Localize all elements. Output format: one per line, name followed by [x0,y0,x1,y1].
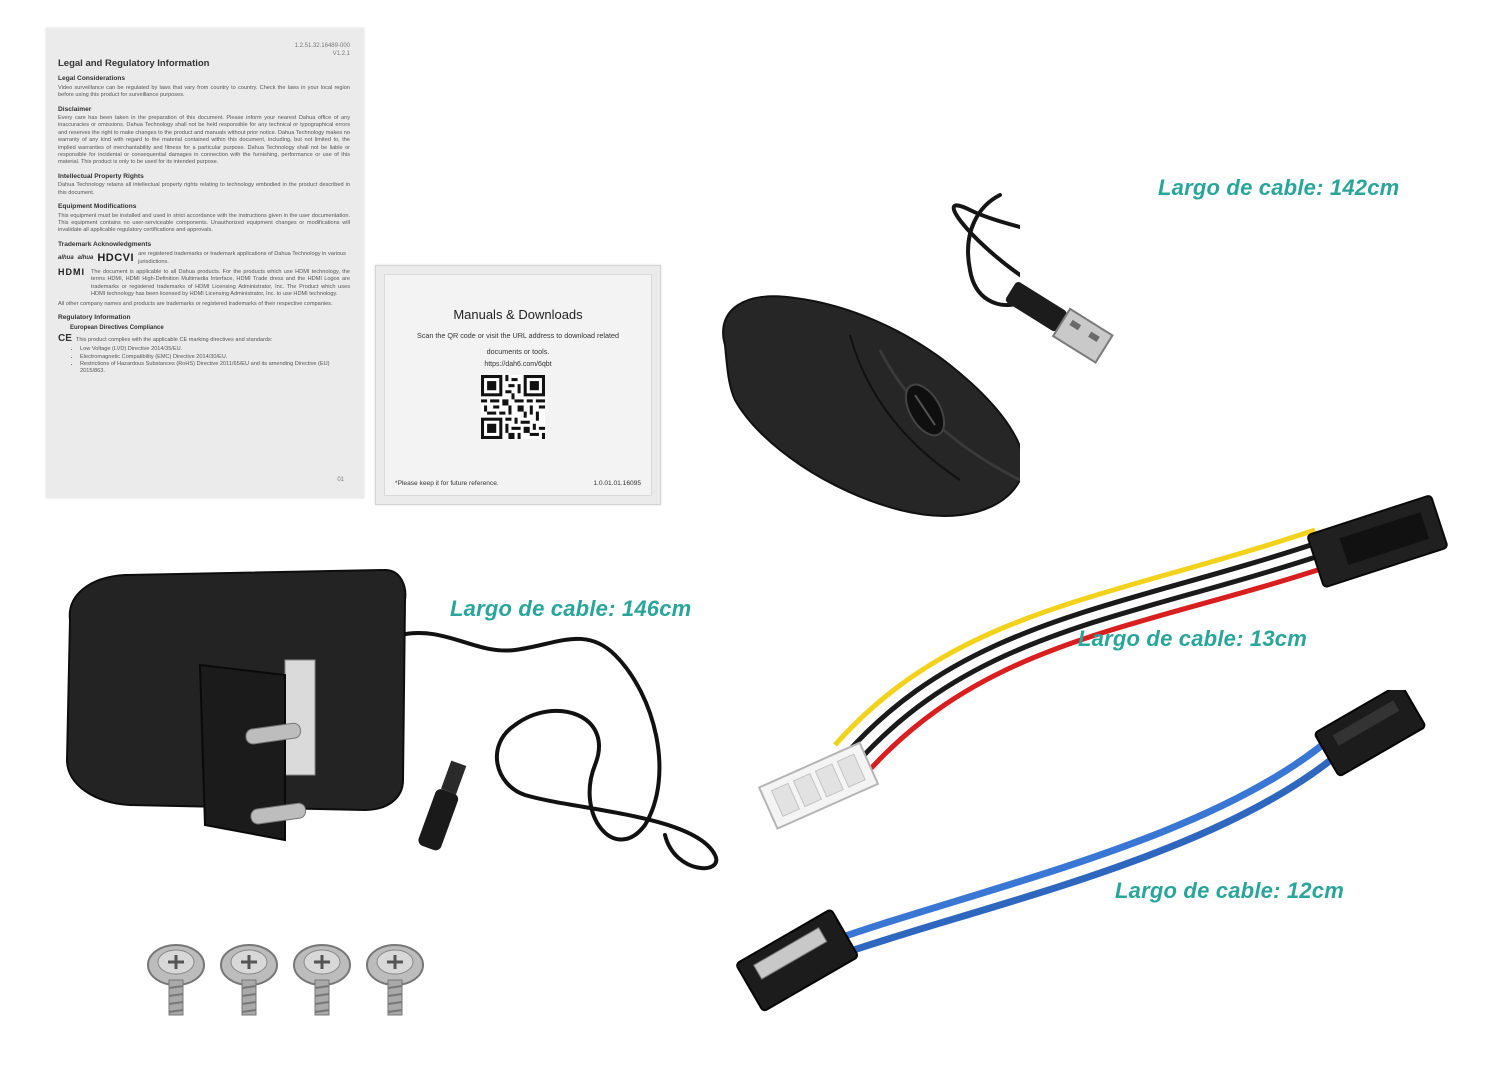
hdmi-text: The document is applicable to all Dahua … [91,268,350,298]
directive-list: Low Voltage (LVD) Directive 2014/35/EU. … [80,346,350,376]
equipment-heading: Equipment Modifications [58,203,137,211]
manuals-title: Manuals & Downloads [453,307,583,322]
molex-connector-icon [757,741,880,830]
qr-code-icon [481,375,545,439]
brands-text: are registered trademarks or trademark a… [138,251,346,265]
screw-icon [220,944,278,1016]
power-adapter [65,568,719,870]
manuals-text: Scan the QR code or visit the URL addres… [417,331,619,356]
screw-icon [366,944,424,1016]
manuals-note: *Please keep it for future reference. [395,480,499,487]
dahua-logo: alhua [58,254,74,261]
hdcvi-logo: HDCVI [97,251,135,264]
adapter-label [284,659,316,776]
manuals-url: https://dah6.com/6qbt [484,361,552,368]
sata-connector-icon [736,909,859,1012]
legal-heading: Legal Considerations [58,75,126,83]
dahua-logo-alt: alhua [77,254,94,261]
eu-directives-heading: European Directives Compliance [70,325,164,332]
manuals-card: Manuals & Downloads Scan the QR code or … [375,265,661,505]
disclaimer-body: Every care has been taken in the prepara… [58,115,350,166]
adapter-cable-length-label: Largo de cable: 146cm [450,596,692,621]
disclaimer-heading: Disclaimer [58,105,92,113]
power-adapter-cable [757,495,1448,830]
screw-set [147,944,424,1016]
hdmi-logo: HDMI [58,266,85,277]
manuals-footer: *Please keep it for future reference. 1.… [395,480,641,487]
page-number: 01 [337,476,344,483]
usb-mouse [722,193,1020,517]
directive-item: Electromagnetic Compatibility (EMC) Dire… [80,354,350,361]
manuals-code: 1.0.01.01.16095 [593,480,641,487]
legal-body: Video surveillance can be regulated by l… [58,84,350,99]
ip-heading: Intellectual Property Rights [58,172,144,180]
sata-data-cable [736,690,1426,1012]
sata-power-connector-icon [1307,495,1448,588]
directive-item: Restrictions of Hazardous Substances (Ro… [80,361,350,376]
doc-id: 1.2.51.32.16489-000 [294,43,350,49]
mouse-cable [951,193,1020,514]
legal-document: 1.2.51.32.16489-000 V1.2.1 Legal and Reg… [46,28,364,498]
plug-pin-icon [245,722,302,745]
brand-row: alhua alhua HDCVI are registered tradema… [58,251,350,266]
sata-connector-icon [1314,690,1426,777]
adapter-cord [398,630,719,870]
doc-version: V1.2.1 [332,51,350,57]
other-trademarks-text: All other company names and products are… [58,300,333,307]
plug-pin-icon [250,802,307,825]
directive-item: Low Voltage (LVD) Directive 2014/35/EU. [80,346,350,353]
usb-plug-icon [1005,281,1114,364]
power-cable-length-label: Largo de cable: 13cm [1078,626,1307,651]
ce-mark-icon: CE [58,332,72,344]
mouse-cable-length-label: Largo de cable: 142cm [1158,175,1400,200]
ce-text: This product complies with the applicabl… [75,336,273,343]
ip-body: Dahua Technology retains all intellectua… [58,182,350,196]
screw-icon [293,944,351,1016]
hdmi-row: HDMI The document is applicable to all D… [58,266,350,301]
screw-icon [147,944,205,1016]
manuals-card-inner: Manuals & Downloads Scan the QR code or … [384,274,652,496]
legal-title: Legal and Regulatory Information [58,58,210,69]
sata-cable-length-label: Largo de cable: 12cm [1115,878,1344,903]
equipment-body: This equipment must be installed and use… [58,212,350,234]
trademark-heading: Trademark Acknowledgments [58,240,152,248]
regulatory-heading: Regulatory Information [58,313,131,321]
